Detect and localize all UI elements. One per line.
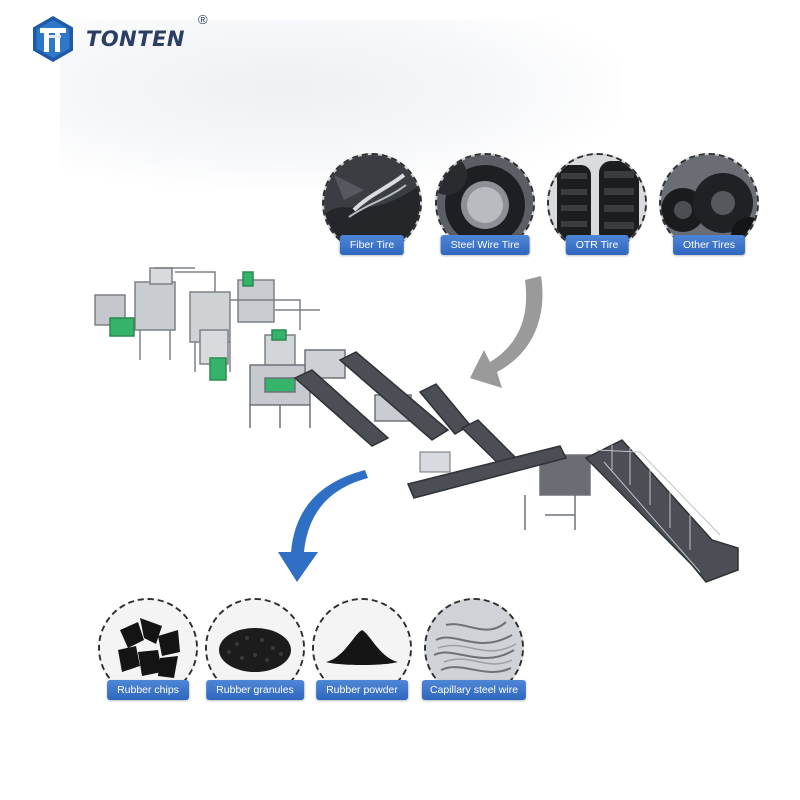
fiber-tire-label: Fiber Tire	[339, 235, 405, 255]
output-flow-arrow-icon	[278, 470, 368, 582]
input-fiber-tire: Fiber Tire	[322, 153, 422, 255]
capillary-steel-wire-label: Capillary steel wire	[421, 680, 527, 700]
conveyor-rails	[595, 445, 721, 573]
rubber-chips-image	[98, 598, 198, 698]
output-rubber-granules: Rubber granules	[205, 598, 305, 700]
registered-mark: ®	[198, 12, 208, 27]
output-rubber-powder: Rubber powder	[312, 598, 412, 700]
input-other-tires: Other Tires	[659, 153, 759, 255]
input-otr-tire: OTR Tire	[547, 153, 647, 255]
machine-cluster-left	[94, 267, 320, 381]
rubber-granules-label: Rubber granules	[206, 680, 304, 700]
output-capillary-steel-wire: Capillary steel wire	[421, 598, 527, 700]
steel-wire-tire-label: Steel Wire Tire	[440, 235, 530, 255]
otr-tire-label: OTR Tire	[565, 235, 629, 255]
output-rubber-chips: Rubber chips	[98, 598, 198, 700]
input-steel-wire-tire: Steel Wire Tire	[435, 153, 535, 255]
shredder-hopper	[419, 451, 451, 473]
otr-tire-image	[547, 153, 647, 253]
rubber-chips-label: Rubber chips	[107, 680, 189, 700]
brand-logo: TONTEN ®	[28, 12, 208, 64]
input-flow-arrow-icon	[470, 276, 543, 388]
conveyor-belts	[293, 351, 739, 583]
tonten-logo-icon	[33, 16, 73, 62]
background-haze	[60, 20, 620, 190]
brand-name: TONTEN	[86, 27, 185, 51]
rubber-powder-label: Rubber powder	[316, 680, 408, 700]
other-tires-label: Other Tires	[673, 235, 745, 255]
